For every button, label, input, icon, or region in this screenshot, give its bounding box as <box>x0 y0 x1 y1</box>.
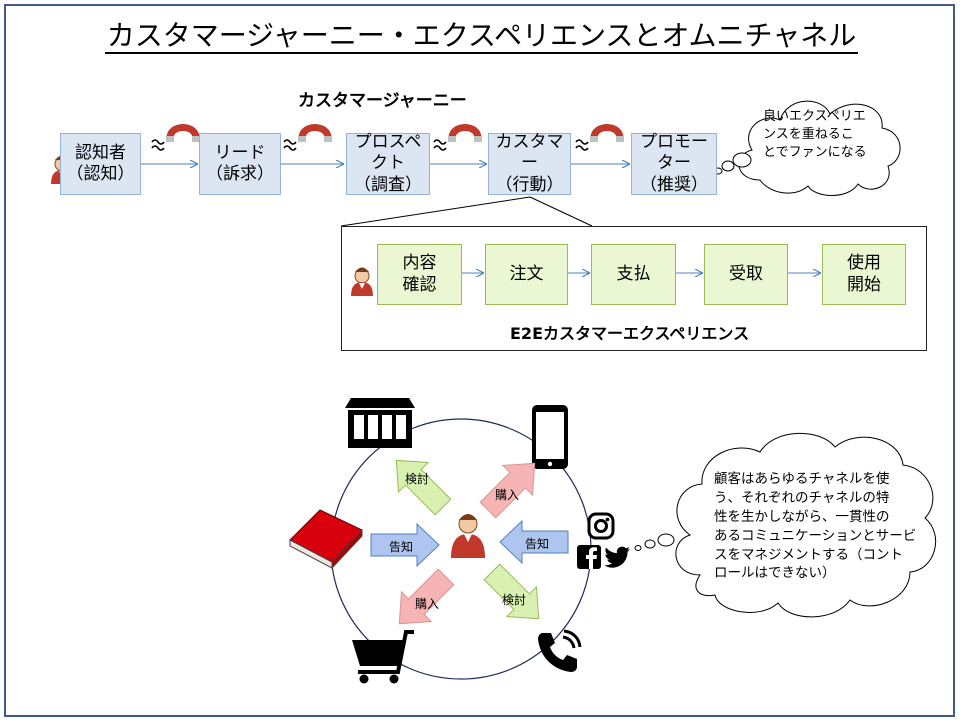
arrow-mobile <box>479 462 536 519</box>
smartphone-icon <box>532 405 568 469</box>
store-icon <box>345 398 415 448</box>
twitter-icon <box>604 546 630 568</box>
step-order: 注文 <box>485 244 568 305</box>
step-start-use: 使用 開始 <box>822 244 906 305</box>
e2e-label: E2Eカスタマーエクスペリエンス <box>510 324 750 343</box>
arrow-label-cart: 購入 <box>415 597 440 611</box>
cart-icon <box>352 630 414 684</box>
arrow-phone <box>483 563 540 620</box>
arrow-cart <box>398 568 455 625</box>
page-frame <box>4 4 955 717</box>
arrow-label-phone: 検討 <box>502 593 527 607</box>
journey-heading: カスタマージャーニー <box>298 91 467 111</box>
thought-cloud-top <box>713 100 901 196</box>
journey-cloud-text: 良いエクスペリエ ンスを重ねるこ とでファンになる <box>763 109 867 161</box>
instagram-icon <box>587 512 615 540</box>
person-icon <box>451 514 485 558</box>
stage-prospect: プロスペクト （調査） <box>346 132 430 195</box>
stage-lead: リード （訴求） <box>199 133 281 195</box>
arrow-label-social: 告知 <box>525 537 550 551</box>
arrow-label-store: 検討 <box>405 472 430 486</box>
page-title: カスタマージャーニー・エクスペリエンスとオムニチャネル <box>0 14 963 54</box>
step-pay: 支払 <box>591 244 676 305</box>
arrow-label-book: 告知 <box>389 540 414 554</box>
phone-icon <box>538 629 582 672</box>
facebook-icon <box>577 545 601 569</box>
step-review: 内容 確認 <box>377 244 462 305</box>
stage-customer: カスタマー （行動） <box>488 132 571 195</box>
stage-promoter: プロモーター （推奨） <box>631 132 717 195</box>
omni-cloud-text: 顧客はあらゆるチャネルを使 う、それぞれのチャネルの特 性を生かしながら、一貫性… <box>714 471 917 582</box>
step-receive: 受取 <box>704 244 788 305</box>
person-icon <box>350 267 374 297</box>
arrow-label-mobile: 購入 <box>495 488 520 502</box>
stage-aware: 認知者 （認知） <box>60 133 141 195</box>
book-icon <box>289 509 363 570</box>
thought-cloud-bottom <box>634 432 937 618</box>
arrow-book <box>370 522 440 568</box>
arrow-store <box>395 459 452 516</box>
arrow-social <box>499 519 569 565</box>
page-title-text: カスタマージャーニー・エクスペリエンスとオムニチャネル <box>104 19 859 54</box>
